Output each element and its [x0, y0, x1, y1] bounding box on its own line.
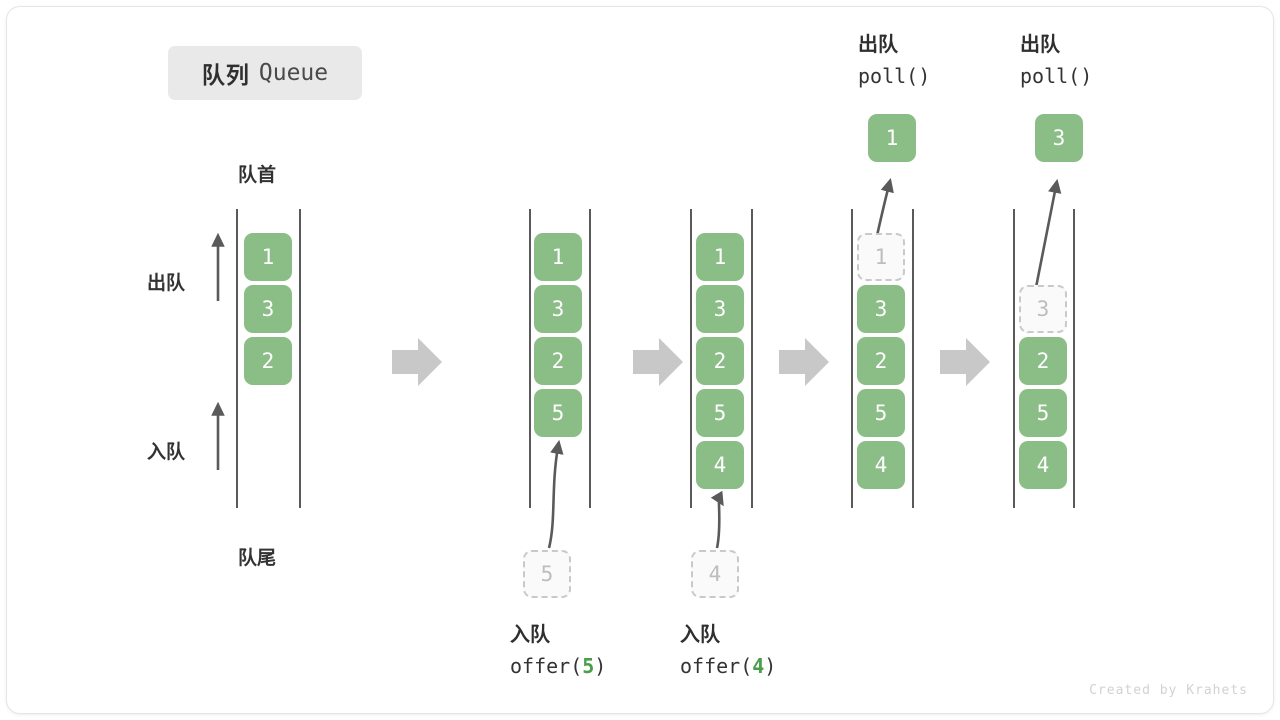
incoming-ghost-cell: 5	[523, 550, 571, 598]
figure-title-en: Queue	[258, 60, 329, 86]
queue-cell: 4	[857, 441, 905, 489]
queue-cell: 1	[696, 233, 744, 281]
queue-cell: 2	[1019, 337, 1067, 385]
poll-1-code-prefix: poll(	[858, 64, 919, 88]
poll-3-caption-code: poll()	[1020, 61, 1092, 92]
queue-cell: 1	[534, 233, 582, 281]
rail-right	[589, 209, 591, 508]
queue-cell: 3	[696, 285, 744, 333]
queue-cell: 2	[857, 337, 905, 385]
diagram-frame	[6, 6, 1274, 714]
figure-title-cn: 队列	[201, 62, 250, 88]
enqueue-direction-label: 入队	[147, 442, 186, 463]
offer-4-caption: 入队 offer(4)	[680, 620, 776, 682]
poll-3-caption-cn: 出队	[1020, 34, 1060, 56]
watermark: Created by Krahets	[1089, 683, 1248, 698]
offer-4-caption-cn: 入队	[680, 624, 720, 646]
queue-tail-label: 队尾	[238, 548, 277, 569]
offer-5-code-suffix: )	[594, 654, 607, 678]
poll-1-caption-code: poll()	[858, 61, 930, 92]
offer-4-caption-code: offer(4)	[680, 651, 776, 682]
poll-3-code-prefix: poll(	[1020, 64, 1081, 88]
queue-cell: 2	[696, 337, 744, 385]
queue-cell: 3	[857, 285, 905, 333]
queue-cell: 2	[244, 337, 292, 385]
rail-left	[236, 209, 238, 508]
poll-1-code-suffix: )	[918, 64, 931, 88]
poll-3-caption: 出队 poll()	[1020, 30, 1092, 92]
queue-cell-ghost: 1	[857, 233, 905, 281]
rail-left	[529, 209, 531, 508]
queue-cell: 3	[244, 285, 292, 333]
poll-3-code-suffix: )	[1080, 64, 1093, 88]
figure-title-chip: 队列 Queue	[168, 46, 362, 100]
queue-cell: 5	[857, 389, 905, 437]
poll-1-caption: 出队 poll()	[858, 30, 930, 92]
offer-4-code-prefix: offer(	[680, 654, 753, 678]
rail-right	[299, 209, 301, 508]
dequeue-direction-label: 出队	[147, 273, 186, 294]
offer-4-code-suffix: )	[764, 654, 777, 678]
outgoing-cell: 1	[868, 114, 916, 162]
queue-cell: 4	[1019, 441, 1067, 489]
queue-cell: 5	[696, 389, 744, 437]
rail-left	[1013, 209, 1015, 508]
rail-right	[751, 209, 753, 508]
offer-5-caption-cn: 入队	[510, 624, 550, 646]
rail-right	[912, 209, 914, 508]
queue-head-label: 队首	[238, 165, 277, 186]
queue-cell: 5	[534, 389, 582, 437]
poll-1-caption-cn: 出队	[858, 34, 898, 56]
offer-5-code-prefix: offer(	[510, 654, 583, 678]
queue-cell: 3	[534, 285, 582, 333]
queue-cell: 1	[244, 233, 292, 281]
rail-right	[1073, 209, 1075, 508]
queue-cell-ghost: 3	[1019, 285, 1067, 333]
queue-cell: 2	[534, 337, 582, 385]
rail-left	[851, 209, 853, 508]
queue-cell: 5	[1019, 389, 1067, 437]
rail-left	[690, 209, 692, 508]
offer-5-caption-code: offer(5)	[510, 651, 606, 682]
offer-5-caption: 入队 offer(5)	[510, 620, 606, 682]
offer-4-code-arg: 4	[752, 654, 765, 678]
offer-5-code-arg: 5	[582, 654, 595, 678]
incoming-ghost-cell: 4	[691, 550, 739, 598]
outgoing-cell: 3	[1035, 114, 1083, 162]
queue-cell: 4	[696, 441, 744, 489]
